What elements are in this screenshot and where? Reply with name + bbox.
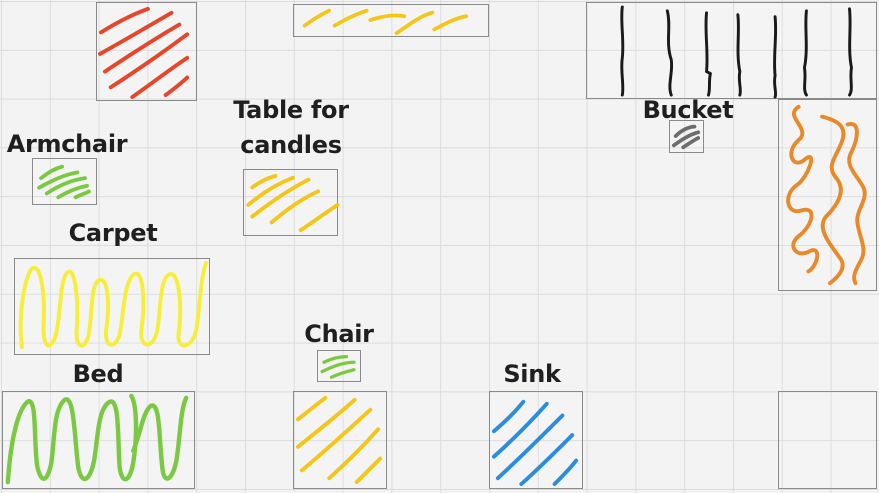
table-for-candles-label-line2: candles — [240, 131, 342, 159]
chair-label: Chair — [304, 320, 374, 348]
orange-cabinet-block[interactable] — [778, 99, 877, 291]
black-wardrobe-block[interactable] — [586, 2, 877, 99]
bucket-label: Bucket — [642, 96, 734, 124]
red-furniture-block[interactable] — [96, 2, 197, 101]
yellow-shelf-block[interactable] — [293, 4, 489, 37]
yellow-table-block[interactable] — [293, 391, 387, 489]
bed-label: Bed — [72, 360, 124, 388]
chair-block[interactable] — [317, 350, 361, 382]
sink-label: Sink — [503, 360, 561, 388]
bucket-block[interactable] — [669, 120, 704, 153]
table-for-candles-label-line1: Table for — [233, 96, 349, 124]
armchair-block[interactable] — [32, 158, 97, 205]
sink-block[interactable] — [489, 391, 583, 489]
carpet-block[interactable] — [14, 258, 210, 355]
carpet-label: Carpet — [68, 219, 158, 247]
table-for-candles-block[interactable] — [243, 169, 340, 236]
bed-block[interactable] — [2, 391, 195, 489]
armchair-label: Armchair — [6, 130, 128, 158]
empty-slot-block[interactable] — [778, 391, 877, 489]
